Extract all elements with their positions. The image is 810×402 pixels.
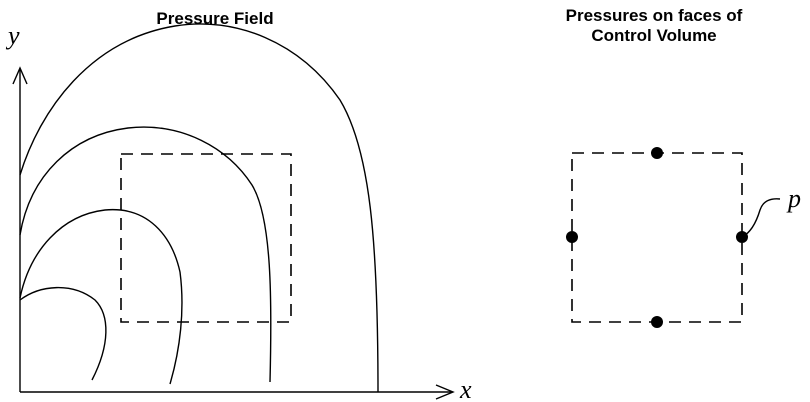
pressure-label: p (786, 184, 801, 213)
bottom-face-point (651, 316, 663, 328)
isobar-contour (19, 209, 183, 385)
control-volume-in-field (120, 153, 292, 323)
control-volume (571, 152, 743, 323)
y-axis-label: y (5, 21, 20, 50)
axes (12, 66, 455, 400)
x-axis-arrowhead (435, 384, 455, 400)
y-axis-arrowhead (12, 66, 28, 85)
pressure-label-leader (741, 198, 781, 238)
isobar-contours (19, 23, 379, 393)
top-face-point (651, 147, 663, 159)
control-volume-title-line1: Pressures on faces of (566, 6, 743, 25)
control-volume-title-line2: Control Volume (591, 26, 716, 45)
isobar-contour (19, 23, 379, 393)
isobar-contour (19, 286, 107, 381)
left-face-point (566, 231, 578, 243)
isobar-contour (19, 126, 272, 383)
x-axis-label: x (459, 375, 472, 402)
pressure-field-title: Pressure Field (156, 9, 273, 28)
